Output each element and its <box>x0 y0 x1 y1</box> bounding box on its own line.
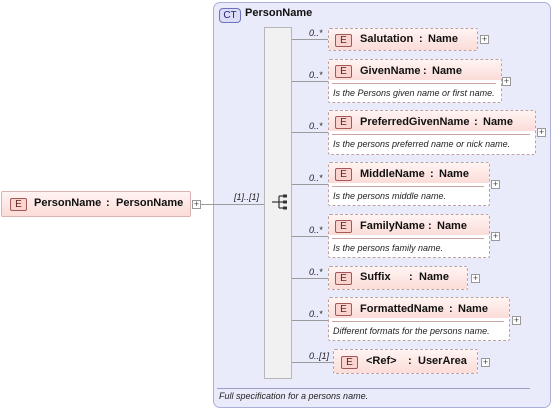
element-documentation: Is the persons middle name. <box>333 191 447 201</box>
connector-middlename <box>292 184 328 185</box>
element-familyname[interactable]: E FamilyName : Name Is the persons famil… <box>328 214 490 258</box>
element-documentation: Is the persons preferred name or nick na… <box>333 139 511 149</box>
type-colon: : <box>430 168 434 180</box>
element-type: Name <box>432 65 462 77</box>
sequence-icon <box>272 194 287 210</box>
element-type: Name <box>419 271 449 283</box>
type-colon: : <box>106 197 110 209</box>
element-type: Name <box>437 220 467 232</box>
element-documentation: Is the Persons given name or first name. <box>333 88 495 98</box>
element-badge: E <box>335 220 352 233</box>
cardinality-middlename: 0..* <box>309 173 323 183</box>
type-colon: : <box>419 33 423 45</box>
type-colon: : <box>428 220 432 232</box>
element-type: Name <box>439 168 469 180</box>
element-badge: E <box>341 356 358 369</box>
connector-suffix <box>292 278 328 279</box>
expand-toggle-middlename[interactable]: + <box>491 179 500 189</box>
connector-formattedname <box>292 320 328 321</box>
type-colon: : <box>423 65 427 77</box>
element-suffix[interactable]: E Suffix : Name <box>328 266 468 290</box>
type-colon: : <box>474 116 478 128</box>
root-expand-toggle[interactable]: + <box>192 199 201 209</box>
root-connector <box>201 204 264 205</box>
element-name: GivenName <box>360 65 421 77</box>
element-documentation: Is the persons family name. <box>333 243 444 253</box>
root-element-name: PersonName <box>34 197 102 209</box>
cardinality-formattedname: 0..* <box>309 309 323 319</box>
element-name: FamilyName <box>360 220 425 232</box>
element-givenname[interactable]: E GivenName : Name Is the Persons given … <box>328 59 502 103</box>
connector-familyname <box>292 236 328 237</box>
root-element-type: PersonName <box>116 197 184 209</box>
element-formattedname[interactable]: E FormattedName : Name Different formats… <box>328 297 510 341</box>
element-badge: E <box>335 65 352 78</box>
cardinality-preferredgivenname: 0..* <box>309 121 323 131</box>
root-element[interactable]: E PersonName : PersonName <box>1 191 191 217</box>
expand-toggle-formattedname[interactable]: + <box>512 315 521 325</box>
element-name: FormattedName <box>360 303 444 315</box>
element-preferredgivenname[interactable]: E PreferredGivenName : Name Is the perso… <box>328 110 536 155</box>
connector-userarea <box>292 362 333 363</box>
expand-toggle-familyname[interactable]: + <box>491 231 500 241</box>
connector-givenname <box>292 81 328 82</box>
element-badge: E <box>335 303 352 316</box>
element-name: Salutation <box>360 33 414 45</box>
expand-toggle-salutation[interactable]: + <box>480 34 489 44</box>
connector-salutation <box>292 39 328 40</box>
sequence-bar <box>264 27 292 379</box>
element-badge: E <box>335 272 352 285</box>
cardinality-givenname: 0..* <box>309 70 323 80</box>
element-badge: E <box>10 198 27 211</box>
complex-type-documentation: Full specification for a persons name. <box>219 391 369 401</box>
expand-toggle-userarea[interactable]: + <box>481 357 490 367</box>
element-badge: E <box>335 34 352 47</box>
complex-type-title: PersonName <box>245 7 313 19</box>
element-type: UserArea <box>418 355 467 367</box>
element-documentation: Different formats for the persons name. <box>333 326 490 336</box>
element-badge: E <box>335 168 352 181</box>
type-colon: : <box>409 271 413 283</box>
expand-toggle-suffix[interactable]: + <box>471 273 480 283</box>
element-type: Name <box>428 33 458 45</box>
element-name: Suffix <box>360 271 391 283</box>
cardinality-userarea: 0..[1] <box>309 351 330 361</box>
element-name: PreferredGivenName <box>360 116 470 128</box>
cardinality-salutation: 0..* <box>309 28 323 38</box>
element-name: MiddleName <box>360 168 425 180</box>
element-type: Name <box>483 116 513 128</box>
cardinality-suffix: 0..* <box>309 267 323 277</box>
expand-toggle-preferredgivenname[interactable]: + <box>537 127 546 137</box>
element-salutation[interactable]: E Salutation : Name <box>328 28 478 51</box>
connector-preferredgivenname <box>292 132 328 133</box>
element-middlename[interactable]: E MiddleName : Name Is the persons middl… <box>328 162 490 206</box>
cardinality-familyname: 0..* <box>309 225 323 235</box>
expand-toggle-givenname[interactable]: + <box>502 76 511 86</box>
complex-type-separator <box>217 388 530 389</box>
element-userarea-ref[interactable]: E <Ref> : UserArea <box>333 349 478 374</box>
type-colon: : <box>408 355 412 367</box>
element-type: Name <box>458 303 488 315</box>
element-name: <Ref> <box>366 355 397 367</box>
complex-type-badge: CT <box>219 8 241 23</box>
element-badge: E <box>335 116 352 129</box>
root-cardinality: [1]..[1] <box>234 192 260 202</box>
type-colon: : <box>449 303 453 315</box>
